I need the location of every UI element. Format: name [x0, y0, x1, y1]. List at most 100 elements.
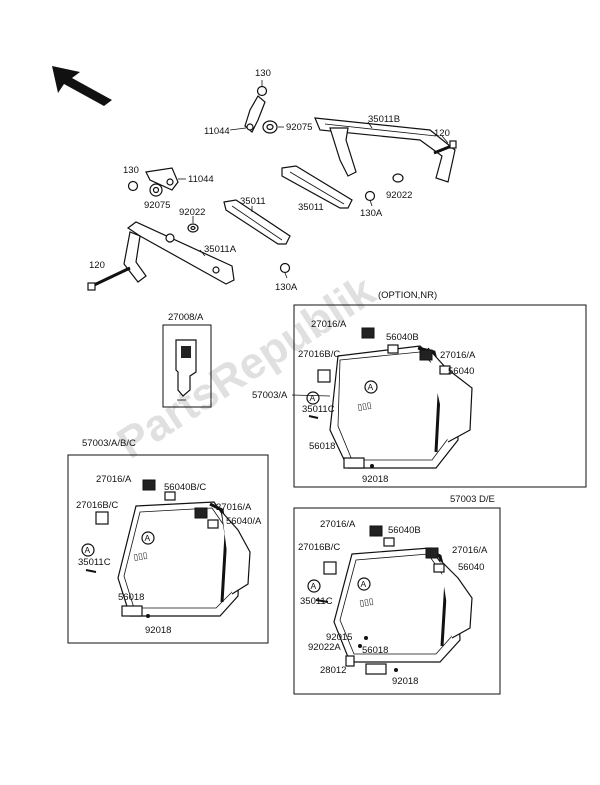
catch-option-2 [439, 365, 451, 375]
de-56040: 56040 [458, 562, 484, 573]
latch-option-2 [419, 349, 433, 361]
opt-92018: 92018 [362, 474, 388, 485]
opt-27016a-2: 27016/A [440, 350, 476, 361]
de-56018: 56018 [362, 645, 388, 656]
bolt-130a-right [364, 190, 376, 207]
opt-57003a: 57003/A [252, 390, 288, 401]
catch-option-1 [387, 344, 399, 354]
abc-56040bc: 56040B/C [164, 482, 206, 493]
label-120-left: 120 [89, 260, 105, 271]
key-27008a [162, 324, 212, 408]
label-92022-left: 92022 [179, 207, 205, 218]
grommet-92075-left [149, 183, 163, 197]
hinge-de [323, 561, 337, 575]
abc-35011c: 35011C [78, 557, 111, 568]
bar-35011-right [281, 165, 353, 209]
latch-de-1 [369, 525, 383, 537]
opt-56040b: 56040B [386, 332, 419, 343]
latch-abc-2 [194, 507, 208, 519]
de-27016a-1: 27016/A [320, 519, 356, 530]
circle-marker-abc: A [145, 533, 151, 543]
option-nr-frame [293, 304, 587, 488]
saddlebag-abc: A ▯▯▯ [117, 501, 251, 617]
hinge-option [317, 369, 331, 383]
label-11044-top: 11044 [204, 126, 230, 137]
bracket-11044-top [244, 95, 266, 133]
front-direction-arrow-icon [52, 66, 112, 106]
bolt-130a-bottom [279, 262, 291, 279]
circle-marker-abc-left [81, 543, 95, 557]
opt-35011c: 35011C [302, 404, 335, 415]
de-27016a-2: 27016/A [452, 545, 488, 556]
abc-frame [67, 454, 269, 644]
hinge-abc [95, 511, 109, 525]
abc-27016a-1: 27016/A [96, 474, 132, 485]
label-35011-right: 35011 [298, 202, 324, 213]
label-92075-left: 92075 [144, 200, 170, 211]
label-35011a: 35011A [204, 244, 237, 255]
abc-56018: 56018 [118, 592, 144, 603]
de-frame [293, 507, 501, 695]
handle-de [365, 663, 387, 675]
handle-option [343, 457, 365, 469]
option-nr-title: (OPTION,NR) [378, 290, 437, 301]
latch-option-1 [361, 327, 375, 339]
svg-text:▯▯▯: ▯▯▯ [357, 400, 373, 412]
saddlebag-de: A ▯▯▯ [333, 547, 473, 663]
catch-de-2 [433, 563, 445, 573]
svg-text:▯▯▯: ▯▯▯ [359, 596, 375, 608]
circle-marker-de: A [361, 579, 367, 589]
label-130-top: 130 [255, 68, 271, 79]
opt-56018: 56018 [309, 441, 335, 452]
label-92022-right: 92022 [386, 190, 412, 201]
de-92018: 92018 [392, 676, 418, 687]
bracket-35011b [314, 117, 456, 183]
bolt-130-left [127, 180, 139, 192]
de-title: 57003 D/E [450, 494, 495, 505]
abc-56040a: 56040/A [226, 516, 262, 527]
circle-marker-abc-left-text: A [85, 545, 91, 555]
catch-abc-1 [164, 491, 176, 501]
label-120-right: 120 [434, 128, 450, 139]
saddlebag-option: A ▯▯▯ [329, 345, 473, 469]
circle-marker-option-left [306, 391, 320, 405]
bar-35011-mid [223, 199, 291, 245]
label-92075-top: 92075 [286, 122, 312, 133]
label-35011b: 35011B [368, 114, 400, 125]
washer-92022-right [392, 173, 404, 183]
opt-56040: 56040 [448, 366, 474, 377]
de-35011c: 35011C [300, 596, 333, 607]
circle-marker-de-left [307, 579, 321, 593]
latch-de-2 [425, 547, 439, 559]
bolt-120-left [87, 266, 131, 291]
bracket-11044-left [145, 167, 179, 191]
bolt-130-top [256, 80, 268, 97]
grommet-92075-top [262, 120, 278, 134]
abc-27016bc: 27016B/C [76, 500, 118, 511]
label-130a-right: 130A [360, 208, 383, 219]
circle-marker-option: A [368, 382, 374, 392]
handle-abc [121, 605, 143, 617]
de-56040b: 56040B [388, 525, 421, 536]
de-92022a: 92022A [308, 642, 341, 653]
opt-27016a-1: 27016/A [311, 319, 347, 330]
circle-marker-option-left-text: A [310, 393, 316, 403]
label-27008a: 27008/A [168, 312, 204, 323]
abc-title: 57003/A/B/C [82, 438, 136, 449]
bolt-120-right [433, 140, 457, 155]
label-130a-bottom: 130A [275, 282, 298, 293]
lock-28012 [345, 655, 355, 667]
abc-27016a-2: 27016/A [216, 502, 252, 513]
label-11044-left: 11044 [188, 174, 214, 185]
abc-92018: 92018 [145, 625, 171, 636]
washer-92022-left [187, 223, 199, 233]
latch-abc-1 [142, 479, 156, 491]
de-27016bc: 27016B/C [298, 542, 340, 553]
svg-text:▯▯▯: ▯▯▯ [133, 550, 149, 562]
label-35011-mid: 35011 [240, 196, 266, 207]
de-92015: 92015 [326, 632, 352, 643]
opt-27016bc: 27016B/C [298, 349, 340, 360]
catch-abc-2 [207, 519, 219, 529]
circle-marker-de-left-text: A [311, 581, 317, 591]
label-130-left: 130 [123, 165, 139, 176]
